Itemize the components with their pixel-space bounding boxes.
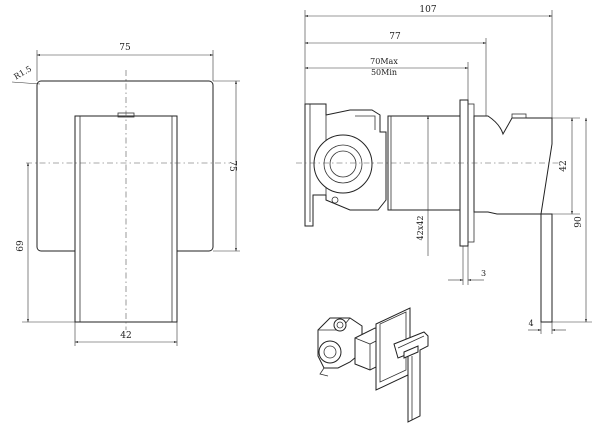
body-size-label: 42x42 xyxy=(416,216,425,241)
handle-width-side-label: 42 xyxy=(559,160,569,171)
side-view: 107 77 70Max 50Min 42x42 3 42 90 xyxy=(296,5,592,334)
handle-width-label: 42 xyxy=(120,331,131,341)
total-length-label: 107 xyxy=(419,5,436,15)
inlet-ring-inner xyxy=(323,144,363,184)
isometric-view xyxy=(317,307,429,423)
depth-max-label: 70Max xyxy=(370,57,398,66)
front-view: 75 R1.5 75 69 42 xyxy=(11,43,240,346)
handle-thickness-label: 4 xyxy=(528,319,533,328)
length-to-plate-label: 77 xyxy=(389,32,401,42)
handle-height-label: 69 xyxy=(16,240,26,252)
iso-handle xyxy=(393,331,429,423)
side-handle xyxy=(473,115,553,323)
depth-min-label: 50Min xyxy=(371,68,397,77)
plate-thickness-label: 3 xyxy=(481,269,486,278)
wall-plate xyxy=(459,99,469,247)
front-width-label: 75 xyxy=(119,43,131,53)
inlet-ring-outer xyxy=(313,134,373,194)
front-height-label: 75 xyxy=(227,160,237,172)
radius-label: R1.5 xyxy=(12,64,33,81)
handle-height-side-label: 90 xyxy=(574,216,584,228)
